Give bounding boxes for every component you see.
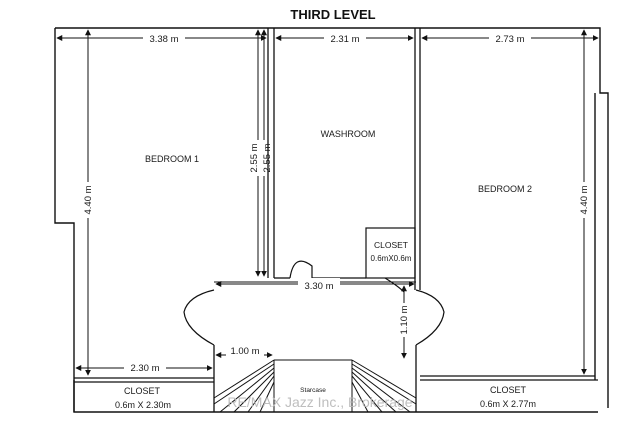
watermark: RE/MAX Jazz Inc., Brokerage bbox=[227, 394, 412, 410]
dim-mid-height-a: 2.55 m bbox=[249, 143, 260, 172]
dim-top-mid: 2.31 m bbox=[330, 34, 359, 45]
label-closet-right-size: 0.6m X 2.77m bbox=[480, 399, 536, 409]
dim-mid-height-b: 2.55 m bbox=[262, 143, 273, 172]
label-bedroom-1: BEDROOM 1 bbox=[145, 154, 199, 164]
bedroom1-door-swing bbox=[183, 289, 215, 346]
label-closet-left-size: 0.6m X 2.30m bbox=[115, 400, 171, 410]
outer-walls bbox=[54, 27, 609, 413]
dim-left-height: 4.40 m bbox=[83, 185, 94, 214]
label-closet-left: CLOSET bbox=[124, 386, 161, 396]
closet-door-swing bbox=[384, 277, 405, 293]
dimension-labels: 3.38 m 2.31 m 2.73 m 4.40 m 2.55 m 2.55 … bbox=[81, 31, 591, 374]
dim-bottom-left: 2.30 m bbox=[130, 363, 159, 374]
bedroom2-door-swing bbox=[415, 289, 445, 346]
label-closet-small-size: 0.6mX0.6m bbox=[371, 254, 412, 263]
label-washroom: WASHROOM bbox=[321, 129, 376, 139]
dim-stair-offset: 1.00 m bbox=[230, 346, 259, 357]
label-closet-right: CLOSET bbox=[490, 385, 527, 395]
label-closet-small: CLOSET bbox=[374, 240, 408, 250]
label-staircase: Starcase bbox=[300, 387, 326, 394]
dim-top-right: 2.73 m bbox=[495, 34, 524, 45]
washroom-door-swing bbox=[289, 260, 313, 279]
room-labels: BEDROOM 1 WASHROOM BEDROOM 2 CLOSET 0.6m… bbox=[115, 129, 536, 410]
interior-walls bbox=[74, 28, 598, 412]
dim-hall-width: 3.30 m bbox=[304, 281, 333, 292]
dim-hall-depth: 1.10 m bbox=[399, 305, 410, 334]
dim-top-left: 3.38 m bbox=[149, 34, 178, 45]
label-bedroom-2: BEDROOM 2 bbox=[478, 184, 532, 194]
plan-title: THIRD LEVEL bbox=[290, 7, 375, 22]
dimension-lines bbox=[56, 29, 599, 376]
staircase bbox=[213, 359, 417, 413]
dim-right-height: 4.40 m bbox=[579, 185, 590, 214]
